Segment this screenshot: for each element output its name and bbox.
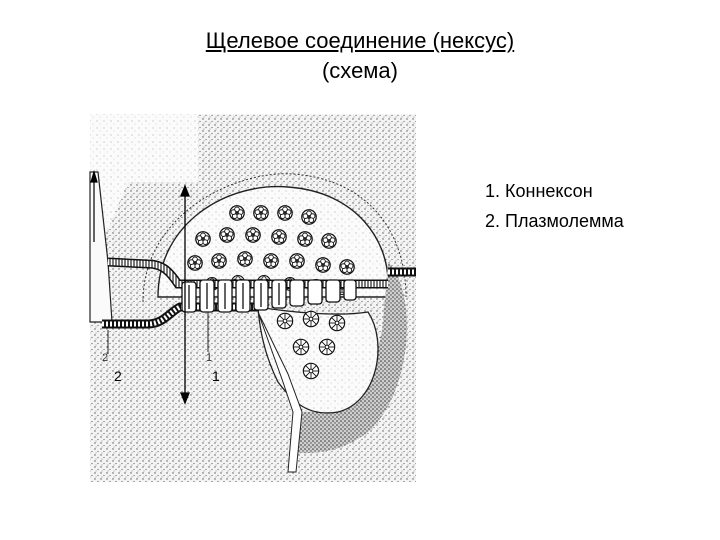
legend-item-plasmalemma: 2. Плазмолемма (485, 211, 624, 231)
legend-item-connexon: 1. Коннексон (485, 181, 593, 201)
title-line-2: (схема) (321, 58, 398, 83)
plasmalemma-upper (107, 259, 388, 287)
figure-label-2-small: 2 (102, 352, 109, 364)
legend: 1. Коннексон 2. Плазмолемма (485, 176, 624, 236)
crack (257, 311, 303, 473)
dome-shadow-right (293, 262, 407, 454)
title-line-1: Щелевое соединение (нексус) (205, 28, 515, 53)
gap-junction-figure: 2 1 2 1 (88, 112, 418, 484)
figure-label-1-small: 1 (206, 352, 213, 364)
gap-junction-illustration (89, 114, 416, 482)
dome-outline (142, 173, 407, 303)
left-edge-arrow (90, 169, 98, 242)
slide-title: Щелевое соединение (нексус) (схема) (0, 26, 720, 86)
plasmalemma-lower (102, 304, 258, 327)
upper-left-region (90, 114, 198, 262)
connexon-channels (181, 279, 357, 313)
gap-width-arrow (180, 184, 190, 405)
figure-label-2: 2 (114, 368, 122, 384)
left-cell-edge (89, 171, 113, 323)
figure-label-1: 1 (212, 368, 220, 384)
